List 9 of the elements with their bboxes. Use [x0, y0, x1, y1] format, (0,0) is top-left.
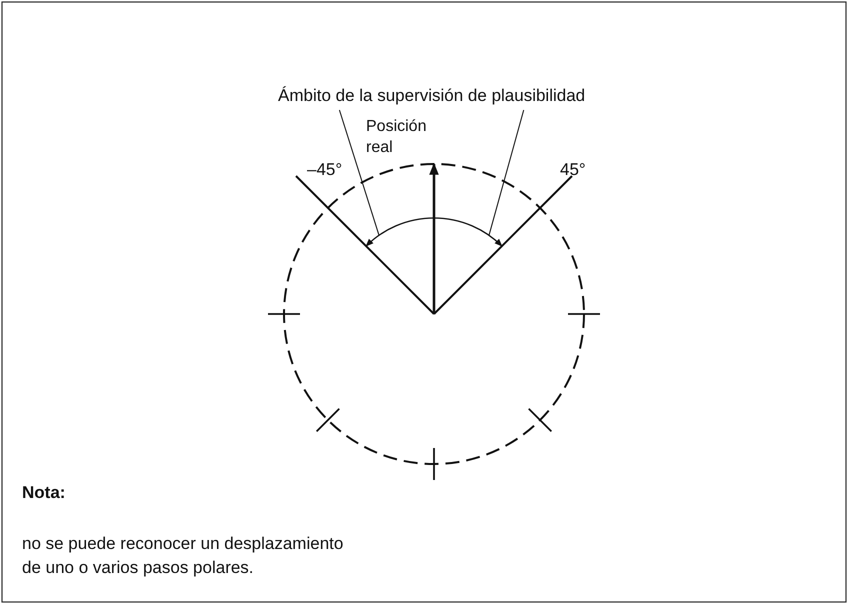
note-heading: Nota:: [22, 482, 66, 504]
leader-line: [338, 110, 380, 236]
angle-label: 45°: [560, 159, 586, 181]
leader-line: [488, 110, 524, 236]
angle-label: –45°: [307, 159, 342, 181]
pointer-label: Posición real: [366, 117, 428, 158]
callout-text: Ámbito de la supervisión de plausibilidad: [278, 84, 586, 108]
range-arc: [366, 218, 502, 247]
note-text: no se puede reconocer un desplazamiento de uno o varios pasos polares.: [22, 533, 344, 579]
